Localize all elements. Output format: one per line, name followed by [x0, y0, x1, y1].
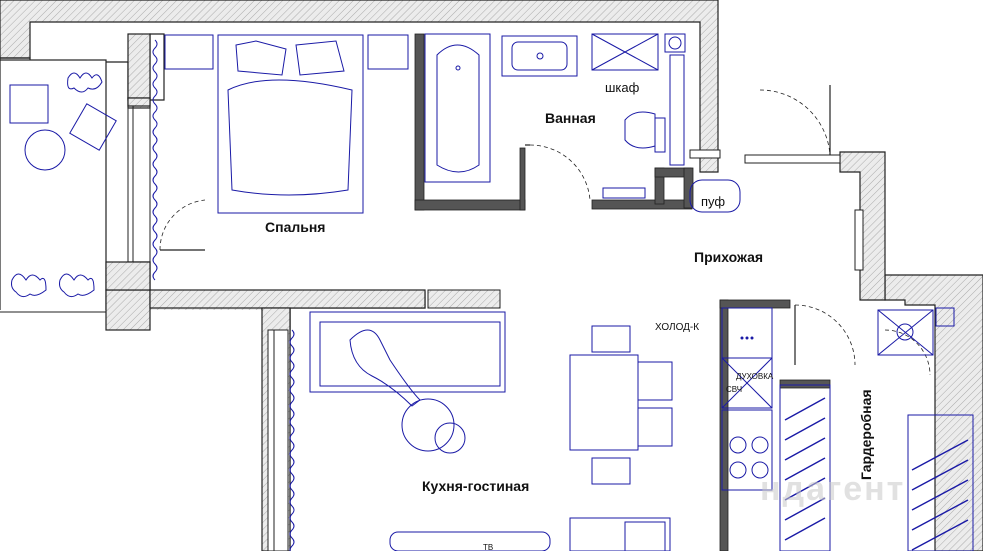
room-label-bathroom: Ванная [545, 110, 596, 126]
nightstand-left [164, 34, 214, 70]
nightstand-right [367, 34, 409, 70]
room-label-bedroom: Спальня [265, 219, 326, 235]
plant-3 [59, 273, 95, 298]
room-label-wardrobe: Гардеробная [858, 389, 874, 480]
bathtub [424, 33, 491, 183]
tv-stand [389, 531, 551, 551]
oven [721, 357, 773, 409]
cabinet-label: шкаф [605, 80, 640, 95]
partition-walls [427, 149, 864, 309]
chair-3 [637, 361, 673, 401]
balcony-chair-2 [69, 103, 117, 151]
person [349, 329, 421, 407]
coffee-table-1 [401, 398, 455, 452]
bath-mat [602, 187, 646, 199]
balcony-table [24, 129, 66, 171]
small-box [935, 307, 955, 327]
fridge-marks [740, 336, 754, 340]
oven-label-line2: СВЧ [726, 385, 743, 394]
kitchen-counter [569, 517, 671, 551]
boiler [664, 33, 686, 53]
dining-table [569, 354, 639, 451]
plant-1 [67, 72, 103, 93]
plant-2 [11, 273, 47, 298]
balcony-chair-1 [9, 84, 49, 124]
pouf-label: пуф [701, 194, 726, 209]
toilet [624, 111, 656, 149]
room-label-hallway: Прихожая [694, 249, 764, 265]
oven-label-line1: ДУХОВКА [736, 372, 774, 381]
window-kitchen [267, 329, 295, 551]
cabinet-x [877, 309, 934, 356]
sofa [309, 311, 506, 393]
hob [721, 409, 773, 491]
furniture [9, 33, 974, 551]
pouf [689, 179, 741, 213]
door-swings [159, 89, 931, 376]
pillow-left [235, 40, 287, 76]
washing-machine [591, 33, 659, 71]
wardrobe-rack-left [779, 384, 831, 551]
fridge-label: ХОЛОД-К [655, 322, 700, 333]
sink-cabinet [501, 35, 578, 77]
chair-1 [591, 325, 631, 353]
hangers [784, 397, 969, 551]
coffee-table-2 [434, 422, 466, 454]
watermark-logo: ндагент [760, 470, 906, 508]
bed [217, 34, 364, 214]
blanket [227, 79, 353, 196]
balcony-door [0, 60, 128, 313]
pillow-right [295, 40, 345, 76]
wardrobe-rack-right [907, 414, 974, 551]
tv-label: ТВ [483, 543, 494, 552]
room-label-kitchen-living: Кухня-гостиная [422, 478, 530, 494]
interior-walls [414, 33, 831, 551]
fridge [721, 307, 773, 359]
window-bedroom [127, 39, 158, 281]
shelf [669, 54, 685, 166]
chair-4 [637, 407, 673, 447]
chair-2 [591, 457, 631, 485]
